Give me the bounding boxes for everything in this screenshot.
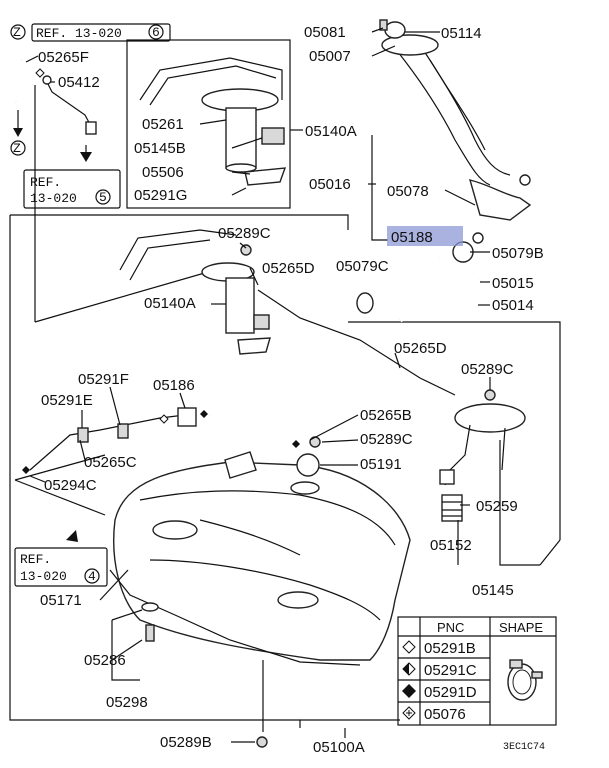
label-05265b[interactable]: 05265B xyxy=(360,407,412,424)
highlight-05188 xyxy=(387,226,463,246)
hose-clamp-icon xyxy=(507,659,543,701)
fuel-tank-body xyxy=(109,451,411,666)
legend-pnc-2[interactable]: 05291C xyxy=(424,662,477,679)
label-05265d-a[interactable]: 05265D xyxy=(262,260,315,277)
label-05506[interactable]: 05506 xyxy=(142,164,184,181)
fasteners xyxy=(141,244,496,748)
legend-pnc-3[interactable]: 05291D xyxy=(424,684,477,701)
clamp-markers xyxy=(22,68,300,474)
ref-box-6[interactable]: REF. 13-020 6 xyxy=(31,23,171,42)
filler-neck xyxy=(379,19,532,221)
z-marker-bottom: Z xyxy=(13,141,21,156)
label-05191[interactable]: 05191 xyxy=(360,456,402,473)
label-05171[interactable]: 05171 xyxy=(40,592,82,609)
fuel-lines-left xyxy=(29,407,291,471)
label-05289c-a[interactable]: 05289C xyxy=(218,225,271,242)
label-05265d-b[interactable]: 05265D xyxy=(394,340,447,357)
label-05145b[interactable]: 05145B xyxy=(134,140,186,157)
label-05289c-b[interactable]: 05289C xyxy=(461,361,514,378)
filler-hoses xyxy=(356,232,484,323)
fuel-pump-middle xyxy=(119,229,456,396)
diamond-solid-icon xyxy=(402,684,416,698)
sender-unit xyxy=(439,403,526,522)
label-05145[interactable]: 05145 xyxy=(472,582,514,599)
svg-text:13-020: 13-020 xyxy=(20,569,67,584)
svg-text:4: 4 xyxy=(88,569,96,584)
label-05298[interactable]: 05298 xyxy=(106,694,148,711)
label-05259[interactable]: 05259 xyxy=(476,498,518,515)
label-05079b[interactable]: 05079B xyxy=(492,245,544,262)
label-05152[interactable]: 05152 xyxy=(430,537,472,554)
svg-text:REF.: REF. xyxy=(20,552,51,567)
label-05286[interactable]: 05286 xyxy=(84,652,126,669)
label-05079c[interactable]: 05079C xyxy=(336,258,389,275)
diamond-outline-icon xyxy=(402,640,416,654)
svg-text:REF.: REF. xyxy=(30,175,61,190)
label-05114[interactable]: 05114 xyxy=(441,25,482,42)
label-05188[interactable]: 05188 xyxy=(391,229,433,246)
legend-pnc-4[interactable]: 05076 xyxy=(424,706,466,723)
z-marker-top: Z xyxy=(13,25,21,40)
leader-lines xyxy=(14,27,561,743)
ref-box-4[interactable]: REF. 13-020 4 xyxy=(14,547,108,587)
legend-header-shape: SHAPE xyxy=(499,620,543,635)
label-05294c[interactable]: 05294C xyxy=(44,477,97,494)
label-05014[interactable]: 05014 xyxy=(492,297,534,314)
label-05261[interactable]: 05261 xyxy=(142,116,184,133)
svg-text:13-020: 13-020 xyxy=(30,191,77,206)
fuel-pump-upper xyxy=(139,57,287,186)
label-05265f[interactable]: 05265F xyxy=(38,49,89,66)
label-05015[interactable]: 05015 xyxy=(492,275,534,292)
frame-lines xyxy=(9,39,561,728)
hose-05265f xyxy=(11,59,23,103)
label-05140a-top[interactable]: 05140A xyxy=(305,123,357,140)
label-05291g[interactable]: 05291G xyxy=(134,187,187,204)
label-05186[interactable]: 05186 xyxy=(153,377,195,394)
label-05140a[interactable]: 05140A xyxy=(144,295,196,312)
label-05081[interactable]: 05081 xyxy=(304,24,346,41)
label-05265c[interactable]: 05265C xyxy=(84,454,137,471)
legend-header-pnc: PNC xyxy=(437,620,464,635)
label-05016[interactable]: 05016 xyxy=(309,176,351,193)
svg-text:REF. 13-020: REF. 13-020 xyxy=(36,26,122,41)
z-marker-group: Z Z xyxy=(10,24,26,156)
label-05007[interactable]: 05007 xyxy=(309,48,351,65)
label-05078[interactable]: 05078 xyxy=(387,183,429,200)
ref-box-5[interactable]: REF. 13-020 5 xyxy=(23,169,121,209)
label-05291e[interactable]: 05291E xyxy=(41,392,93,409)
svg-text:5: 5 xyxy=(99,190,107,205)
label-05289c-c[interactable]: 05289C xyxy=(360,431,413,448)
legend-pnc-1[interactable]: 05291B xyxy=(424,640,476,657)
diagram-code: 3EC1C74 xyxy=(503,742,545,753)
svg-text:6: 6 xyxy=(152,25,160,40)
label-05289b[interactable]: 05289B xyxy=(160,734,212,751)
label-05291f[interactable]: 05291F xyxy=(78,371,129,388)
label-05100a[interactable]: 05100A xyxy=(313,739,365,756)
line-05412 xyxy=(42,75,97,162)
label-05412[interactable]: 05412 xyxy=(58,74,100,91)
part-labels: 05265F 05412 05261 05145B 05506 05291G 0… xyxy=(38,24,545,756)
legend-table: PNC SHAPE 05291B 05291C 05291D 05076 xyxy=(397,616,557,726)
